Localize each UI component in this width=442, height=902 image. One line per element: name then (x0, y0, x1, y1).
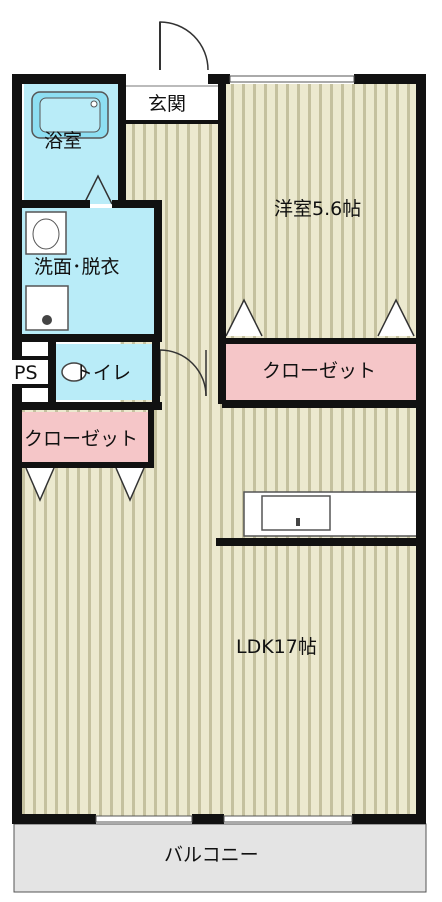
washbasin-bowl (32, 218, 60, 250)
entrance-door-icon (159, 21, 209, 71)
hall-door-icon (159, 349, 207, 397)
label-entrance: 玄関 (146, 93, 189, 115)
label-bath: 浴室 (44, 130, 83, 152)
ldk-floor (18, 406, 419, 816)
label-ldk: LDK17帖 (236, 636, 317, 658)
toilet-bowl-icon (61, 362, 87, 382)
closet-door-marker (25, 467, 55, 502)
label-toilet: トイレ (74, 362, 132, 384)
closet-left-area (20, 412, 150, 464)
walls (12, 74, 426, 824)
label-washroom: 洗面･脱衣 (34, 256, 120, 278)
label-ps: PS (14, 362, 38, 384)
closet-door-marker (377, 298, 415, 337)
closet-upper-area (226, 344, 417, 400)
balcony-area (13, 823, 427, 893)
washer-drain-icon (42, 315, 52, 325)
label-closet-upper: クローゼット (262, 360, 377, 382)
bath-door-marker (83, 174, 113, 205)
windows (95, 75, 355, 823)
closet-door-marker (115, 467, 145, 502)
bathtub-drain-icon (90, 100, 98, 108)
bathtub-inner (39, 97, 101, 133)
label-western-room: 洋室5.6帖 (274, 198, 362, 220)
label-closet-left: クローゼット (24, 428, 139, 450)
label-balcony: バルコニー (164, 844, 259, 866)
closet-door-marker (225, 298, 263, 337)
western-room-floor (222, 84, 419, 342)
faucet-icon (296, 518, 300, 526)
